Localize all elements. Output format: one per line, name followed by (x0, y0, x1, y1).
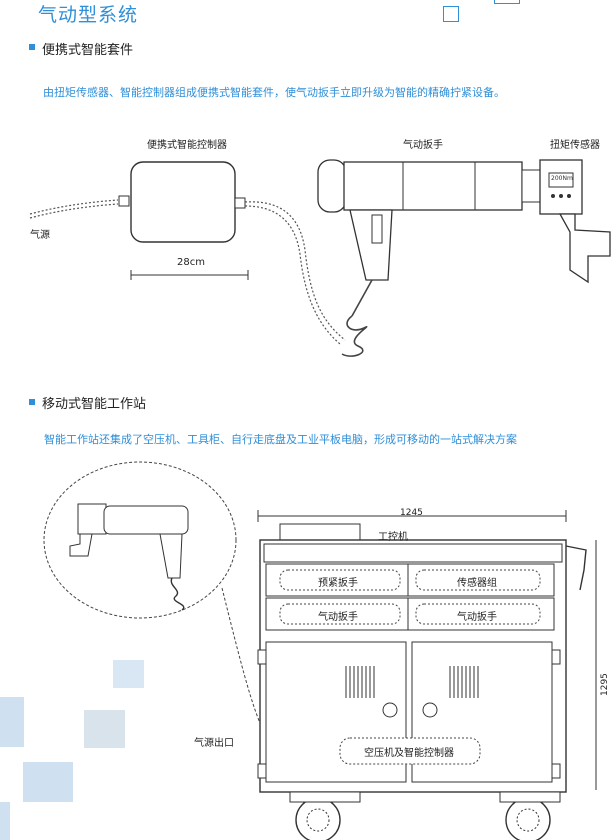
sensor-display (548, 172, 574, 188)
width-dimension-label: 1245 (400, 508, 423, 518)
decor-square (84, 710, 125, 748)
mini-wrench-body (103, 505, 189, 535)
mini-handle (159, 533, 183, 579)
drawer-label-preload-wrench: 预紧扳手 (318, 578, 358, 589)
dimension-label: 28cm (177, 257, 205, 268)
decor-square (113, 660, 144, 688)
wheel-left (295, 797, 341, 840)
ipc-label: 工控机 (378, 532, 408, 543)
section-marker (29, 44, 35, 50)
cabinet-label: 空压机及智能控制器 (364, 748, 454, 759)
height-dimension-label: 1295 (600, 673, 610, 696)
workstation-diagram (43, 461, 597, 840)
wheel-right (505, 797, 551, 840)
wrench-label: 气动扳手 (403, 140, 443, 151)
section1-description: 由扭矩传感器、智能控制器组成便携式智能套件，使气动扳手立即升级为智能的精确拧紧设… (43, 86, 505, 99)
controller-port-right (234, 197, 246, 209)
controller-box (130, 161, 236, 243)
sensor-display-value: 200Nm (551, 175, 573, 182)
drawer-label-box (415, 569, 541, 591)
controller-label: 便携式智能控制器 (147, 140, 227, 151)
section-marker (29, 399, 35, 405)
air-hose (29, 203, 119, 219)
drawer-label-box (279, 569, 401, 591)
wrench-neck (521, 169, 541, 203)
wrench-rear (317, 159, 347, 213)
drawer-label-box (279, 603, 401, 625)
reaction-arm (558, 213, 611, 284)
trigger (371, 214, 383, 244)
signal-cable-inner (244, 205, 341, 345)
ipc-box (279, 523, 361, 543)
drawer-label-pneumatic-wrench: 气动扳手 (318, 612, 358, 623)
wrench-handle (349, 209, 393, 281)
page-title: 气动型系统 (38, 4, 139, 26)
callout-ellipse (43, 461, 237, 619)
wrench-body (343, 161, 523, 211)
section2-title: 移动式智能工作站 (42, 397, 147, 412)
drawer-label-pneumatic-wrench-2: 气动扳手 (457, 612, 497, 623)
signal-cable (244, 201, 346, 341)
air-source-label: 气源 (30, 230, 50, 241)
cabinet-label-box (339, 737, 481, 765)
portable-kit-diagram (29, 159, 611, 357)
door-knob-left (382, 702, 398, 718)
air-hose-inner (29, 199, 119, 215)
section1-title: 便携式智能套件 (42, 43, 134, 58)
drawer-label-sensor-set: 传感器组 (457, 578, 497, 589)
decor-square (23, 762, 73, 802)
air-coil (341, 315, 368, 357)
mini-sensor (77, 503, 107, 535)
drawer-label-box (415, 603, 541, 625)
decor-square (0, 697, 24, 747)
air-outlet-label: 气源出口 (194, 738, 234, 749)
corner-decoration (494, 0, 520, 4)
section2-description: 智能工作站还集成了空压机、工具柜、自行走底盘及工业平板电脑，形成可移动的一站式解… (44, 433, 517, 446)
mini-reaction-arm (69, 533, 93, 557)
cabinet-top-rail (263, 543, 563, 563)
decor-square (0, 802, 10, 840)
cart-handle (565, 545, 587, 591)
sensor-label: 扭矩传感器 (550, 140, 600, 151)
door-knob-right (422, 702, 438, 718)
controller-port-left (118, 195, 130, 207)
corner-box (443, 6, 459, 22)
